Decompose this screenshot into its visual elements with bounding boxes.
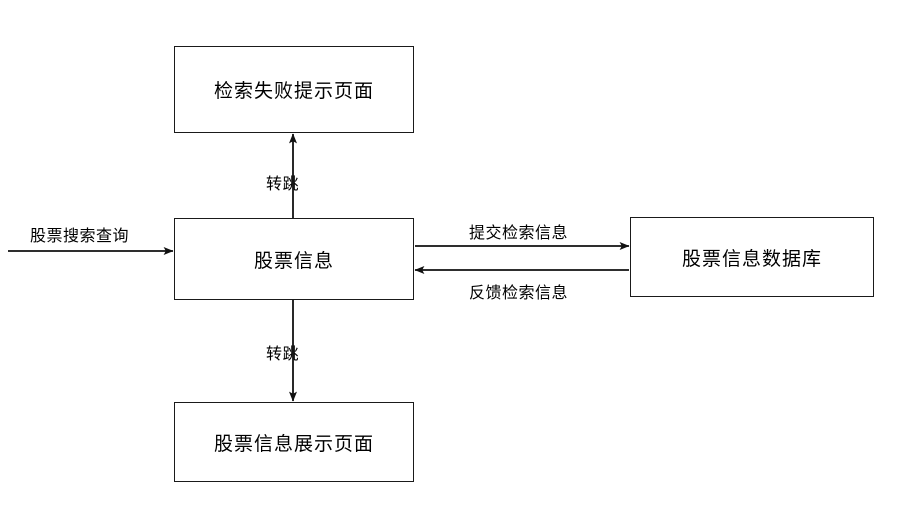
edge-label-submit-retrieval: 提交检索信息 (469, 225, 569, 242)
node-stock-info-database[interactable]: 股票信息数据库 (630, 217, 874, 297)
node-label: 股票信息数据库 (681, 248, 822, 270)
edge-label-jump-down: 转跳 (266, 346, 300, 363)
node-retrieval-failure-page[interactable]: 检索失败提示页面 (174, 46, 414, 133)
edge-label-search-query: 股票搜索查询 (30, 228, 130, 245)
node-label: 股票信息展示页面 (213, 433, 374, 455)
node-label: 股票信息 (253, 250, 334, 272)
node-label: 检索失败提示页面 (213, 81, 374, 102)
edge-label-jump-up: 转跳 (266, 176, 300, 193)
node-stock-info[interactable]: 股票信息 (174, 218, 414, 300)
node-stock-info-display-page[interactable]: 股票信息展示页面 (174, 402, 414, 482)
edge-label-feedback-retrieval: 反馈检索信息 (469, 285, 569, 302)
